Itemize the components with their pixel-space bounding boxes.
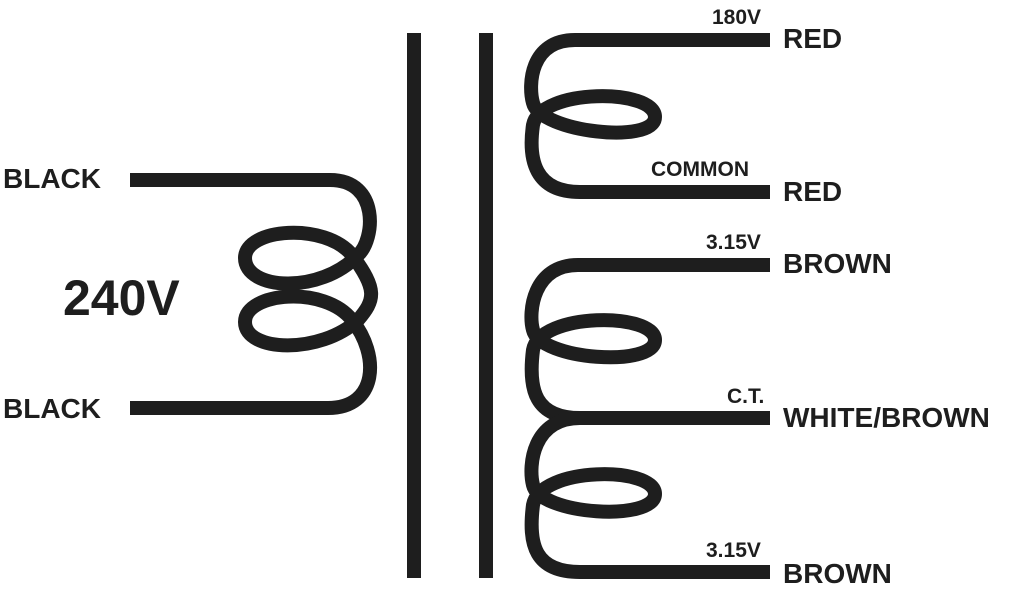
hv-secondary-coil [524,33,770,199]
heater-bottom-wire-label: BROWN [783,558,892,589]
heater-secondary-coil-lower [524,411,770,579]
hv-top-wire-label: RED [783,23,843,54]
heater-center-wire-label: WHITE/BROWN [783,402,990,433]
heater-center-tap-label: C.T. [727,385,765,408]
heater-secondary-coil [524,258,770,425]
heater-top-tap-label: 3.15V [706,231,761,254]
primary-bottom-wire-label: BLACK [3,393,101,424]
heater-top-wire-label: BROWN [783,248,892,279]
primary-voltage-label: 240V [63,270,180,326]
primary-coil [130,173,379,415]
hv-common-tap-label: COMMON [651,158,749,181]
hv-bottom-wire-label: RED [783,176,843,207]
primary-top-wire-label: BLACK [3,163,101,194]
hv-top-tap-label: 180V [712,6,762,29]
heater-bottom-tap-label: 3.15V [706,539,761,562]
